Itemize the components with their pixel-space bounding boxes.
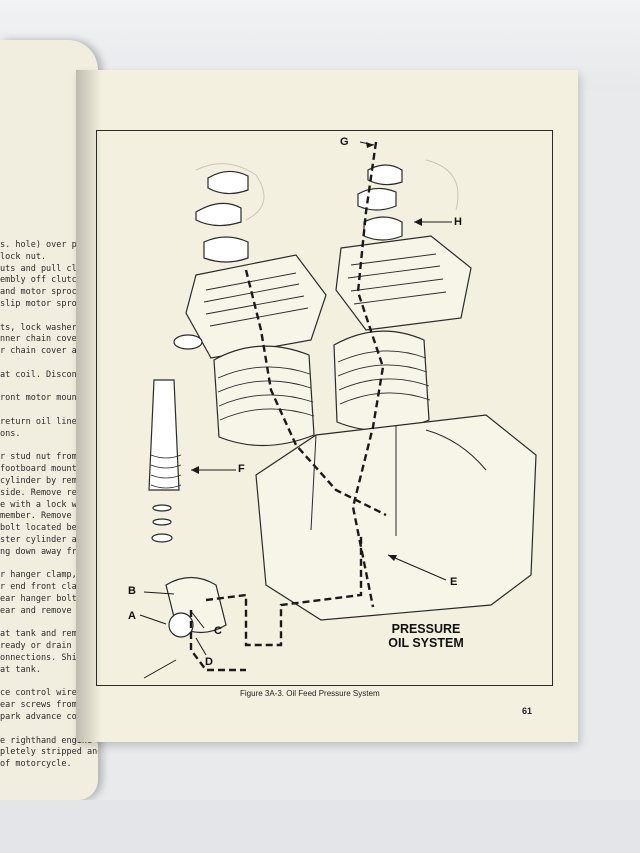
left-rocker-upper xyxy=(207,170,249,195)
left-page-text-line: slip motor sprocket xyxy=(0,299,98,309)
left-page-text-line: onnections. Shift line xyxy=(0,653,98,663)
callout-d: D xyxy=(205,656,213,668)
spine-shadow xyxy=(76,70,102,742)
left-page-text-line: ng down away from xyxy=(0,546,87,557)
callout-leaders xyxy=(139,141,452,679)
left-page-text-line: ts, lock washers and xyxy=(0,322,98,333)
left-page-text-line: s. hole) over push rod xyxy=(0,240,98,250)
left-page-text-line: park advance control xyxy=(0,712,98,722)
left-page-text-line: cylinder by removing xyxy=(0,476,98,486)
left-page-text-line: ons. xyxy=(0,428,21,439)
left-page-text-line: footboard mounting xyxy=(0,464,93,475)
left-page-text-line: e with a lock washer xyxy=(0,499,98,510)
left-rocker-lower xyxy=(203,236,249,263)
right-rocker-upper xyxy=(367,164,403,186)
left-page-text-line: ready or drain oil tank xyxy=(0,641,98,652)
diagram-title: PRESSURE OIL SYSTEM xyxy=(380,622,472,650)
left-rocker-middle xyxy=(195,202,242,227)
callout-a: A xyxy=(128,610,136,622)
callout-arrows xyxy=(191,142,422,561)
background-bottom xyxy=(0,800,640,853)
left-page-text-line: at tank. xyxy=(0,664,41,675)
left-page-text-line: ster cylinder and sidecar xyxy=(0,535,98,545)
left-page-text-line: return oil lines from xyxy=(0,417,98,427)
page-number: 61 xyxy=(522,706,533,716)
left-page-text-line: side. Remove rear xyxy=(0,487,87,498)
left-cylinder xyxy=(213,345,315,447)
engine-oil-diagram xyxy=(139,141,537,679)
callout-c: C xyxy=(214,625,222,637)
left-page-text-line: embly off clutch drive xyxy=(0,275,98,286)
left-page-text-line: pletely stripped and xyxy=(0,747,98,758)
left-page-text-line: ear hanger bolt and xyxy=(0,594,98,604)
callout-f: F xyxy=(238,463,245,475)
left-page-text-line: nner chain cover and xyxy=(0,334,98,345)
left-page-text-line: of motorcycle. xyxy=(0,759,72,770)
left-page-text-line: r hanger clamp, xyxy=(0,570,77,581)
left-page-text-line: ear screws from horn xyxy=(0,700,98,711)
figure-caption: Figure 3A-3. Oil Feed Pressure System xyxy=(240,689,380,698)
left-page-text-line: lock nut. xyxy=(0,251,47,262)
right-rocker-lower xyxy=(363,216,403,241)
left-page-text-line: ce control wire at xyxy=(0,688,93,699)
callout-h: H xyxy=(454,216,462,228)
left-page-text-line: uts and pull clutch xyxy=(0,263,98,274)
left-page-text-line: ear and remove front xyxy=(0,605,98,616)
left-page-text-line: r stud nut from inside xyxy=(0,452,98,463)
right-cylinder-head xyxy=(335,235,472,331)
filter-cap xyxy=(173,334,203,350)
oil-feed-path xyxy=(189,141,387,672)
diagram-title-line2: OIL SYSTEM xyxy=(388,636,464,650)
oil-filter-screen xyxy=(148,379,180,491)
left-page-text-line: bolt located behind xyxy=(0,523,98,534)
left-page-text-line: and motor sprocket xyxy=(0,287,93,298)
oil-pump-gear xyxy=(168,612,194,638)
left-page-text-line: at coil. Disconnect xyxy=(0,369,98,380)
left-page-text-line: at tank and remove xyxy=(0,629,93,640)
left-page-text-line: r end front clamp. xyxy=(0,582,93,593)
callout-b: B xyxy=(128,585,136,597)
left-page-text-line: e righthand engine mount xyxy=(0,735,98,746)
left-page-text-line: member. Remove xyxy=(0,511,72,522)
callout-g: G xyxy=(340,136,349,148)
engine-drawing xyxy=(148,159,537,638)
left-page-text-line: r chain cover at xyxy=(0,346,82,357)
right-rocker-middle xyxy=(357,187,397,211)
diagram-title-line1: PRESSURE xyxy=(391,622,461,636)
callout-e: E xyxy=(450,576,458,588)
figure-frame xyxy=(96,130,553,686)
left-page-text-line: ront motor mounting xyxy=(0,393,98,404)
